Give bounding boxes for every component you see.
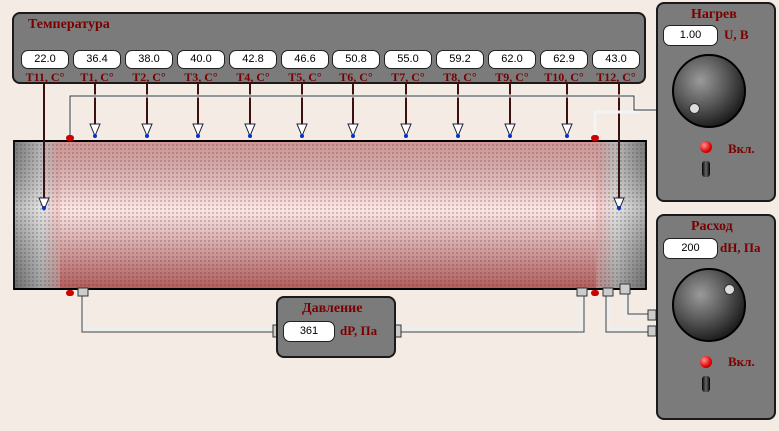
sensor-t2: 38.0 T2, C° bbox=[125, 50, 173, 92]
flow-panel: Расход 200 dH, Па Вкл. bbox=[656, 214, 776, 420]
sensor-label: T8, C° bbox=[443, 70, 477, 84]
sensor-value: 62.0 bbox=[488, 50, 536, 69]
heating-panel: Нагрев 1.00 U, B Вкл. bbox=[656, 2, 776, 202]
sensor-label: T7, C° bbox=[391, 70, 425, 84]
pressure-unit: dP, Па bbox=[340, 323, 378, 338]
heater-terminal-left bbox=[66, 135, 74, 141]
sensor-label: T12, C° bbox=[596, 70, 636, 84]
sensor-label: T3, C° bbox=[184, 70, 218, 84]
pressure-title: Давление bbox=[302, 301, 363, 316]
sensor-value: 50.8 bbox=[332, 50, 380, 69]
flow-input[interactable]: 200 bbox=[663, 238, 718, 259]
sensor-t1: 36.4 T1, C° bbox=[73, 50, 121, 92]
sensor-value: 40.0 bbox=[177, 50, 225, 69]
sensor-label: T4, C° bbox=[236, 70, 270, 84]
sensor-t9: 62.0 T9, C° bbox=[488, 50, 536, 92]
knob-indicator bbox=[689, 103, 700, 114]
marker-bottom-right bbox=[591, 290, 599, 296]
sensor-value: 38.0 bbox=[125, 50, 173, 69]
flow-toggle[interactable] bbox=[702, 376, 710, 392]
sensor-value: 55.0 bbox=[384, 50, 432, 69]
sensor-t11: 22.0 T11, C° bbox=[21, 50, 69, 92]
sensor-value: 43.0 bbox=[592, 50, 640, 69]
sensor-t6: 50.8 T6, C° bbox=[332, 50, 380, 92]
heating-switch-label: Вкл. bbox=[728, 141, 755, 156]
sensor-value: 22.0 bbox=[21, 50, 69, 69]
sensor-t5: 46.6 T5, C° bbox=[281, 50, 329, 92]
pressure-panel: Давление 361 dP, Па bbox=[276, 296, 396, 358]
sensor-value: 46.6 bbox=[281, 50, 329, 69]
sensor-value: 36.4 bbox=[73, 50, 121, 69]
heater-terminal-right bbox=[591, 135, 599, 141]
voltage-knob[interactable] bbox=[672, 54, 746, 128]
heating-title: Нагрев bbox=[691, 7, 737, 22]
sensor-t3: 40.0 T3, C° bbox=[177, 50, 225, 92]
sensor-t12: 43.0 T12, C° bbox=[592, 50, 640, 92]
sensor-t8: 59.2 T8, C° bbox=[436, 50, 484, 92]
sensor-label: T2, C° bbox=[132, 70, 166, 84]
pressure-lines bbox=[82, 294, 584, 332]
flow-lines bbox=[606, 294, 652, 332]
sensor-label: T9, C° bbox=[495, 70, 529, 84]
sensor-label: T6, C° bbox=[339, 70, 373, 84]
heating-led bbox=[700, 141, 712, 153]
sensor-label: T11, C° bbox=[25, 70, 65, 84]
knob-indicator bbox=[724, 284, 735, 295]
probe-tips bbox=[38, 123, 625, 212]
sensor-value: 42.8 bbox=[229, 50, 277, 69]
sensor-t10: 62.9 T10, C° bbox=[540, 50, 588, 92]
sensor-label: T10, C° bbox=[544, 70, 584, 84]
temperature-title: Температура bbox=[28, 17, 110, 32]
flow-led bbox=[700, 356, 712, 368]
probe-lines bbox=[43, 84, 620, 200]
sensor-t7: 55.0 T7, C° bbox=[384, 50, 432, 92]
sensor-value: 62.9 bbox=[540, 50, 588, 69]
flow-title: Расход bbox=[691, 219, 733, 234]
voltage-unit: U, B bbox=[724, 27, 749, 42]
heater-wire bbox=[68, 94, 660, 136]
sensor-label: T1, C° bbox=[80, 70, 114, 84]
flow-switch-label: Вкл. bbox=[728, 354, 755, 369]
sensor-t4: 42.8 T4, C° bbox=[229, 50, 277, 92]
heating-toggle[interactable] bbox=[702, 161, 710, 177]
flow-knob[interactable] bbox=[672, 268, 746, 342]
marker-bottom-left bbox=[66, 290, 74, 296]
sensor-value: 59.2 bbox=[436, 50, 484, 69]
temperature-panel: Температура 22.0 T11, C° 36.4 T1, C° 38.… bbox=[12, 12, 646, 84]
tube bbox=[13, 140, 647, 290]
sensor-label: T5, C° bbox=[288, 70, 322, 84]
pressure-value: 361 bbox=[283, 321, 335, 342]
voltage-input[interactable]: 1.00 bbox=[663, 25, 718, 46]
flow-unit: dH, Па bbox=[720, 240, 761, 255]
